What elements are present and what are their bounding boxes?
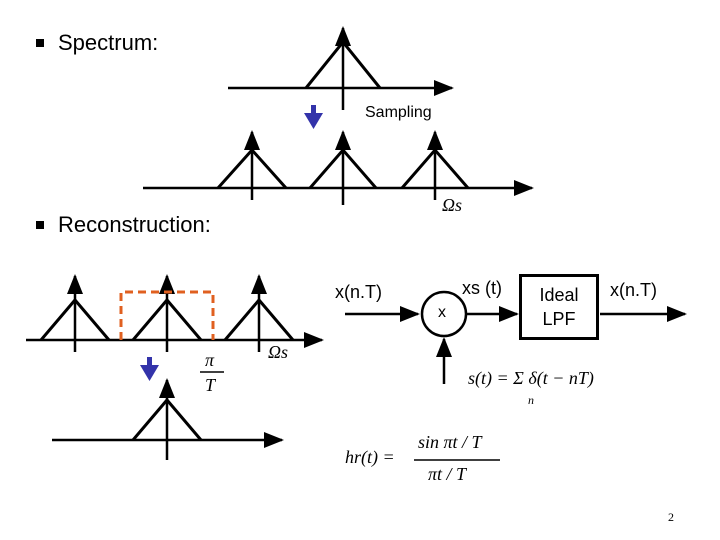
- replica-triangle: [400, 147, 470, 189]
- hr-equation-numerator: sin πt / T: [418, 432, 482, 452]
- sampled-signal-label: xs (t): [462, 278, 502, 298]
- recovered-spectrum: [52, 378, 284, 460]
- hr-equation-lhs: hr(t) =: [345, 447, 395, 467]
- bullet-spectrum: Spectrum:: [36, 30, 158, 56]
- omega-s-recon-label: Ωs: [268, 342, 289, 362]
- replica-triangle: [216, 147, 288, 190]
- reconstruction-down-arrow-icon: [140, 357, 159, 381]
- multiplier-symbol: x: [438, 304, 446, 321]
- impulse-train-equation: s(t) = Σ δ(t − nT): [468, 368, 594, 388]
- page-number: 2: [668, 510, 674, 524]
- impulse-train-index: n: [528, 393, 534, 407]
- spectrum-triangle: [304, 39, 382, 89]
- bullet-spectrum-label: Spectrum:: [58, 30, 159, 55]
- bullet-reconstruction-label: Reconstruction:: [58, 212, 211, 237]
- ideal-lpf-label-line1: Ideal: [539, 285, 579, 305]
- hr-equation-denominator: πt / T: [428, 464, 467, 484]
- bullet-marker: [36, 39, 44, 47]
- sampled-spectrum: [143, 130, 534, 205]
- output-signal-label: x(n.T): [610, 280, 657, 300]
- pi-over-t-denominator: T: [205, 375, 216, 395]
- sampling-label: Sampling: [365, 104, 432, 121]
- pi-over-t-numerator: π: [205, 350, 215, 370]
- recon-triangle: [39, 297, 111, 341]
- bullet-marker: [36, 221, 44, 229]
- recon-triangle: [131, 297, 203, 341]
- lowpass-window: [119, 290, 215, 340]
- reconstruction-spectrum: [26, 274, 324, 352]
- bullet-reconstruction: Reconstruction:: [36, 212, 211, 238]
- input-signal-label: x(n.T): [335, 282, 382, 302]
- sampling-down-arrow-icon: [304, 105, 323, 129]
- ideal-lpf-block: Ideal LPF: [519, 274, 599, 340]
- ideal-lpf-label-line2: LPF: [542, 309, 576, 329]
- block-diagram: [345, 290, 687, 384]
- original-spectrum: [228, 26, 454, 110]
- omega-s-label: Ωs: [442, 195, 463, 215]
- recovered-triangle: [131, 397, 203, 441]
- recon-triangle: [223, 297, 295, 341]
- replica-triangle: [308, 147, 378, 189]
